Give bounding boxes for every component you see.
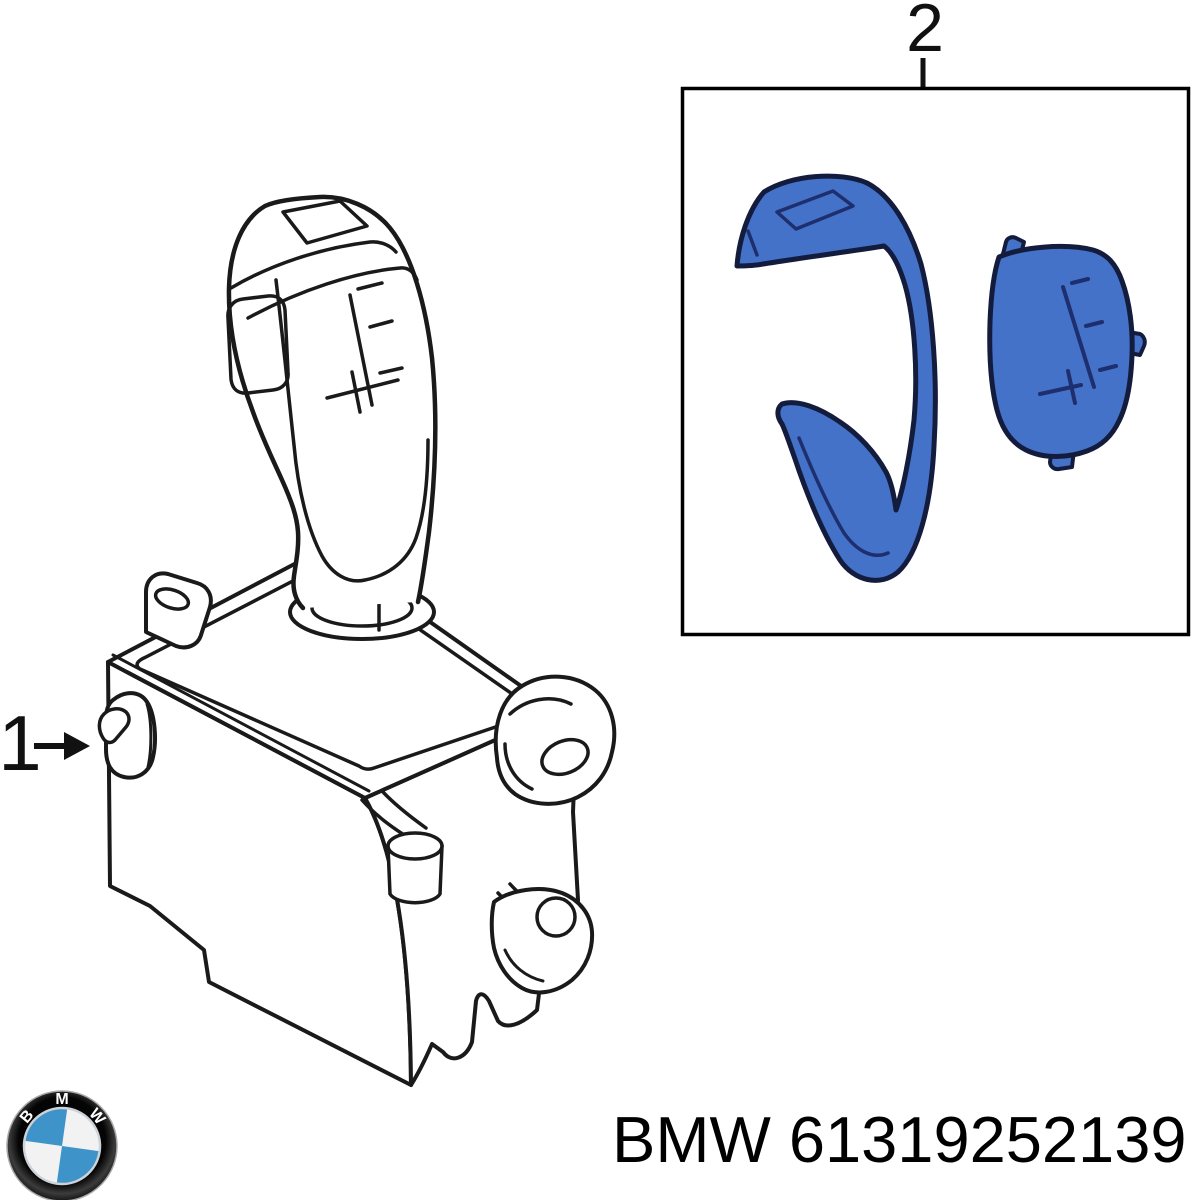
tab-fold-line xyxy=(145,702,153,769)
logo-letter-m: M xyxy=(55,1091,68,1108)
knob-gate-markings xyxy=(325,281,404,414)
trim-shield-gate-markings xyxy=(1038,277,1118,405)
knob-band-seam xyxy=(246,266,419,320)
trim-cover-shield xyxy=(987,244,1135,459)
part-number-text: 61319252139 xyxy=(788,1103,1187,1176)
cylinder-stub-top xyxy=(386,831,444,861)
brand-text: BMW xyxy=(612,1103,771,1176)
bmw-logo: B M W xyxy=(6,1090,118,1200)
trim-cover-surround xyxy=(734,173,938,583)
mounting-hole-front-left xyxy=(97,707,131,745)
callout-1-label: 1 xyxy=(0,699,42,787)
knob-front-face xyxy=(274,278,430,583)
trim-button-cutout xyxy=(775,189,855,231)
knob-cap-seam xyxy=(229,240,398,290)
trim-scoop-crease xyxy=(797,436,890,557)
mounting-hole-right xyxy=(540,737,590,777)
bracket-hole xyxy=(535,896,577,938)
logo-quadrants xyxy=(22,1106,102,1186)
knob-side-panel xyxy=(226,294,290,395)
shift-knob xyxy=(226,194,438,611)
trim-left-crease xyxy=(746,229,759,257)
knob-outline xyxy=(226,194,438,611)
trim-cover-surround-details xyxy=(746,189,890,557)
knob-top-button xyxy=(281,199,369,245)
bracket-inner-line xyxy=(503,948,545,983)
part-number-caption: BMW 61319252139 xyxy=(612,1102,1187,1177)
base-unit xyxy=(97,546,617,1087)
trim-cover-parts xyxy=(734,173,1147,583)
cylinder-stub-body xyxy=(386,844,444,905)
mounting-hole-top-left xyxy=(153,587,191,611)
mounting-tab-right xyxy=(493,674,617,806)
callout-2-label: 2 xyxy=(906,0,944,66)
tab-right-curl xyxy=(503,697,573,791)
callout-1-arrow xyxy=(34,732,90,760)
